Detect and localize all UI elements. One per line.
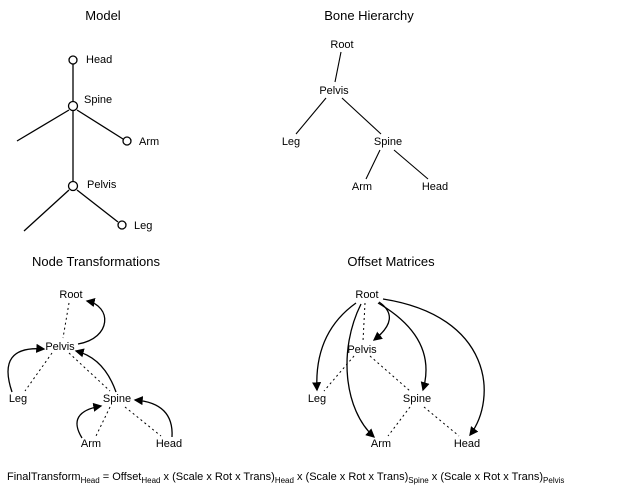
arrow-arm-to-spine <box>76 402 103 439</box>
formula-segment: = OffsetHead <box>99 471 161 485</box>
model-joints <box>67 55 132 230</box>
bh-node-head: Head <box>422 181 448 193</box>
bh-node-pelvis: Pelvis <box>319 85 349 97</box>
nt-node-root: Root <box>59 289 82 301</box>
nt-edge-pelvis-spine <box>68 352 111 392</box>
om-node-leg: Leg <box>308 393 326 405</box>
offset-matrices-panel: Offset Matrices Root Pelvis Leg Spine <box>308 254 485 450</box>
nt-node-head: Head <box>156 438 182 450</box>
bone-hierarchy-nodes: Root Pelvis Leg Spine Arm Head <box>282 39 448 193</box>
bone-left-arm <box>16 109 70 142</box>
joint-pelvis-icon <box>67 180 79 192</box>
edge-pelvis-leg <box>295 97 327 135</box>
node-transformations-edges <box>24 302 162 437</box>
node-transformations-nodes: Root Pelvis Leg Spine Arm Head <box>9 289 182 450</box>
edge-pelvis-spine <box>341 97 382 135</box>
bone-hierarchy-panel: Bone Hierarchy Root Pelvis Leg Spine Arm… <box>282 8 448 193</box>
edge-spine-head <box>393 149 429 180</box>
final-transform-formula: FinalTransformHead = OffsetHead x (Scale… <box>7 471 564 485</box>
model-panel: Model Head Spine Arm Pelvis <box>16 8 159 232</box>
bone-left-leg <box>23 189 70 232</box>
om-edge-root-pelvis <box>362 302 366 342</box>
formula-segment: x (Scale x Rot x Trans)Head <box>160 471 294 485</box>
bh-node-arm: Arm <box>352 181 372 193</box>
formula-segment: x (Scale x Rot x Trans)Pelvis <box>428 471 565 485</box>
om-node-head: Head <box>454 438 480 450</box>
joint-head-icon <box>68 55 78 65</box>
offset-matrices-title: Offset Matrices <box>347 254 435 269</box>
model-title: Model <box>85 8 121 23</box>
joint-arm-icon <box>122 136 132 146</box>
bone-hierarchy-edges <box>295 51 429 180</box>
om-edge-pelvis-leg <box>323 355 355 392</box>
om-edge-spine-arm <box>387 406 411 437</box>
nt-edge-spine-head <box>124 406 162 437</box>
joint-spine-icon <box>67 100 79 112</box>
bh-node-leg: Leg <box>282 136 300 148</box>
arrow-head-to-spine <box>133 396 173 438</box>
nt-edge-pelvis-leg <box>24 352 53 392</box>
bh-node-root: Root <box>330 39 353 51</box>
arrow-root-to-head <box>382 298 485 437</box>
arrow-leg-to-pelvis <box>7 343 46 393</box>
arrow-spine-to-pelvis <box>74 348 117 393</box>
model-label-spine: Spine <box>84 94 112 106</box>
arrow-pelvis-to-root <box>77 298 106 345</box>
arrow-root-to-arm <box>346 303 376 438</box>
offset-matrices-nodes: Root Pelvis Leg Spine Arm Head <box>308 289 480 450</box>
om-node-pelvis: Pelvis <box>347 344 377 356</box>
nt-edge-spine-arm <box>95 406 111 437</box>
bone-right-arm <box>76 109 124 140</box>
nt-node-arm: Arm <box>81 438 101 450</box>
om-edge-pelvis-spine <box>369 355 411 392</box>
bone-hierarchy-title: Bone Hierarchy <box>324 8 414 23</box>
bone-right-leg <box>76 189 119 223</box>
model-label-leg: Leg <box>134 220 152 232</box>
node-transformations-title: Node Transformations <box>32 254 160 269</box>
arrow-root-to-leg <box>312 302 357 392</box>
nt-node-pelvis: Pelvis <box>45 341 75 353</box>
nt-edge-root-pelvis <box>62 302 70 339</box>
edge-spine-arm <box>365 149 381 180</box>
model-label-head: Head <box>86 54 112 66</box>
model-labels: Head Spine Arm Pelvis Leg <box>84 54 159 232</box>
formula-segment: FinalTransformHead <box>7 471 100 485</box>
model-label-arm: Arm <box>139 136 159 148</box>
om-node-root: Root <box>355 289 378 301</box>
model-skeleton-lines <box>16 64 124 232</box>
formula-segment: x (Scale x Rot x Trans)Spine <box>293 471 429 485</box>
edge-root-pelvis <box>334 51 342 83</box>
offset-matrices-edges <box>323 302 460 437</box>
model-label-pelvis: Pelvis <box>87 179 117 191</box>
nt-node-spine: Spine <box>103 393 131 405</box>
om-node-arm: Arm <box>371 438 391 450</box>
om-edge-spine-head <box>423 406 460 437</box>
offset-matrices-arrows <box>312 298 485 438</box>
bh-node-spine: Spine <box>374 136 402 148</box>
node-transformations-arrows <box>7 298 173 439</box>
nt-node-leg: Leg <box>9 393 27 405</box>
arrow-root-to-spine <box>377 302 430 392</box>
joint-leg-icon <box>117 220 127 230</box>
om-node-spine: Spine <box>403 393 431 405</box>
node-transformations-panel: Node Transformations Root Pelvis Leg Spi <box>7 254 182 450</box>
arrow-root-to-pelvis <box>372 301 390 341</box>
